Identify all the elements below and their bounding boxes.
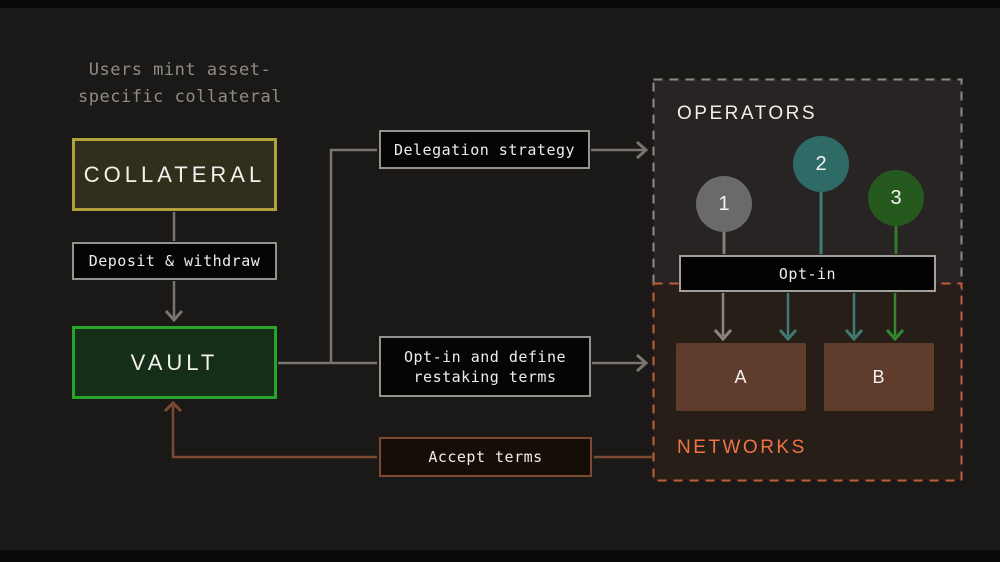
caption-users-mint: Users mint asset- specific collateral bbox=[78, 60, 282, 107]
operator-circle-3: 3 bbox=[868, 170, 924, 226]
operator-circle-2: 2 bbox=[793, 136, 849, 192]
accept-terms-label: Accept terms bbox=[379, 437, 592, 477]
letterbox-bottom bbox=[0, 550, 1000, 562]
arrow-optin-green-to-b bbox=[885, 293, 905, 342]
collateral-node: COLLATERAL bbox=[72, 138, 277, 211]
vault-node: VAULT bbox=[72, 326, 277, 399]
networks-panel-title: NETWORKS bbox=[677, 437, 807, 458]
restaking-terms-label: Opt-in and define restaking terms bbox=[379, 336, 591, 397]
arrow-restaking-to-networks bbox=[592, 353, 649, 373]
arrow-optin-teal-to-b bbox=[844, 293, 864, 342]
arrow-optin-gray-to-a bbox=[713, 293, 733, 342]
arrow-accept-to-vault bbox=[163, 400, 377, 459]
arrow-deposit-to-vault bbox=[164, 281, 184, 323]
operator-circle-1: 1 bbox=[696, 176, 752, 232]
letterbox-top bbox=[0, 0, 1000, 8]
delegation-strategy-label: Delegation strategy bbox=[379, 130, 590, 169]
arrow-delegation-to-operators bbox=[591, 140, 649, 160]
deposit-withdraw-label: Deposit & withdraw bbox=[72, 242, 277, 280]
line-branch-to-delegation bbox=[329, 148, 377, 363]
operators-panel-title: OPERATORS bbox=[677, 103, 818, 124]
opt-in-bar: Opt-in bbox=[679, 255, 936, 292]
arrow-optin-teal-to-a bbox=[778, 293, 798, 342]
network-a-node: A bbox=[676, 343, 806, 411]
network-b-node: B bbox=[824, 343, 934, 411]
